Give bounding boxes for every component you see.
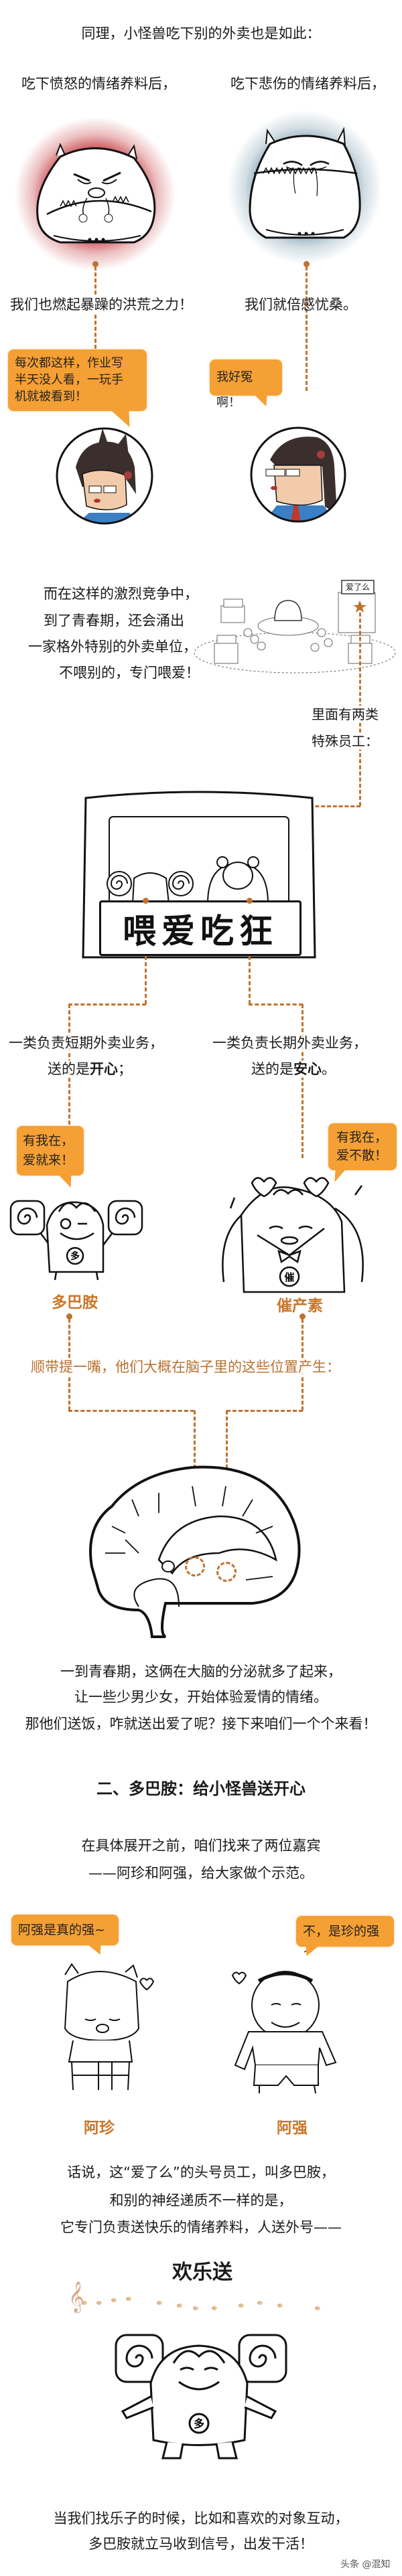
bubble-line: 半天没人看，一玩手 [15,373,123,387]
cart-sign-text: 喂爱吃狂 [123,910,278,951]
closing-line: 多巴胺就立马收到信号，出发干活！ [88,2536,314,2552]
angry-monster-illustration [36,143,156,244]
angry-girl-portrait [56,427,153,525]
sad-monster-illustration [249,127,361,239]
connector-dot [299,1313,306,1319]
guests-intro-line: 在具体展开之前，咱们找来了两位嘉宾 [81,1838,321,1854]
brain-illustration [89,1465,301,1638]
sadness-heading: 吃下悲伤的情绪养料后， [230,76,385,92]
staff-intro-line: 特殊员工： [312,732,379,750]
connector-line [226,1410,303,1412]
bubble-line: 爱不散！ [336,1148,388,1163]
gift-keyword: 安心 [293,1061,322,1077]
badge-text: 多 [194,2417,204,2430]
puberty-line: 让一些少男少女，开始体验爱情的情绪。 [74,1689,328,1705]
oxytocin-gift: 送的是安心。 [251,1060,336,1078]
azhen-character [64,1963,155,2091]
brain-note: 顺带提一嘴，他们大概在脑子里的这些位置产生： [31,1358,340,1376]
connector-line [297,805,360,807]
shop-sign-text: 爱了么 [346,582,370,592]
dopamine-brain-marker [185,1556,205,1577]
bubble-tail [58,1174,78,1188]
dopamine-gift: 送的是开心； [48,1060,132,1078]
bubble-tail [87,1944,107,1955]
connector-line [306,266,308,391]
speech-bubble-azhen: 阿强是真的强~ [11,1915,119,1955]
puberty-line: 那他们送饭，咋就送出爱了呢？接下来咱们一个个来看！ [25,1716,377,1732]
gift-suffix: 。 [322,1061,336,1077]
love-unit-line: 不喂别的，专门喂爱！ [59,665,200,681]
dopamine-desc: 一类负责短期外卖业务， [9,1034,163,1052]
svg-text:𝄞: 𝄞 [68,2281,84,2314]
connector-dot [247,898,253,904]
anger-result-text: 我们也燃起暴躁的洪荒之力！ [10,296,193,313]
oxytocin-name-label: 催产素 [277,1297,323,1315]
bubble-line: 每次都这样，作业写 [15,356,123,370]
aqiang-character [231,1971,337,2094]
closing-line: 当我们找乐子的时候，比如和喜欢的对象互动， [53,2510,349,2526]
bubble-line: 阿强是真的强~ [18,1923,105,1937]
gift-prefix: 送的是 [251,1061,293,1077]
connector-line [68,1003,146,1005]
nickname-line: 和别的神经递质不一样的是， [109,2192,293,2208]
staff-intro-line: 里面有两类 [312,706,379,723]
connector-dot [92,261,98,267]
sadness-result-text: 我们就倍感忧桑。 [245,297,357,313]
bubble-tail [110,410,139,427]
connector-dot [143,898,149,904]
badge-text: 催 [284,1271,294,1283]
gift-keyword: 开心 [90,1061,118,1077]
gift-prefix: 送的是 [48,1061,90,1077]
bubble-line: 爱就来！ [23,1153,74,1168]
connector-line [68,1410,194,1412]
love-unit-line: 一家格外特别的外卖单位， [28,639,197,655]
cart-sign: 喂爱吃狂 [99,900,302,956]
speech-bubble-aqiang: 不，是珍的强~ [296,1916,394,1959]
dopamine-character: 多 [9,1200,143,1281]
star-icon [353,600,366,613]
nickname-line: 它专门负责送快乐的情绪养料，人送外号—— [60,2219,342,2235]
intro-title: 同理，小怪兽吃下别的外卖也是如此： [81,25,321,42]
speech-bubble-angry-girl: 每次都这样，作业写 半天没人看，一玩手 机就被看到！ [8,349,147,427]
connector-line [94,266,96,391]
oxytocin-desc: 一类负责长期外卖业务， [212,1034,367,1052]
azhen-name-label: 阿珍 [84,2119,115,2137]
dopamine-character-large: 多 [115,2334,287,2460]
watermark: 头条 @混知 [340,2559,391,2570]
oxytocin-brain-marker [216,1562,237,1582]
connector-line [249,956,251,1004]
aqiang-name-label: 阿强 [277,2119,308,2137]
bubble-line: 有我在， [23,1133,74,1148]
guests-intro-line: ——阿珍和阿强，给大家做个示范。 [88,1865,314,1881]
delivery-shops-scene: 爱了么 [194,580,396,673]
connector-dot [304,261,310,267]
nickname-line: 话说，这“爱了么”的头号员工，叫多巴胺， [67,2164,335,2180]
gift-suffix: ； [118,1061,132,1077]
badge-text: 多 [70,1251,80,1262]
speech-bubble-sad-girl: 我好冤啊！ [210,359,282,410]
bubble-line: 我好冤啊！ [216,370,253,410]
bubble-line: 机就被看到！ [15,390,87,404]
connector-line [145,956,147,1004]
love-unit-line: 而在这样的激烈竞争中， [44,586,198,602]
anger-heading: 吃下愤怒的情绪养料后， [21,76,176,92]
nickname-title: 欢乐送 [170,2261,234,2285]
oxytocin-character: 催 [222,1177,364,1293]
speech-bubble-oxytocin: 有我在， 爱不散！ [328,1123,397,1182]
bubble-line: 有我在， [336,1130,388,1145]
connector-line [302,1004,304,1158]
love-unit-line: 到了青春期，还会涌出 [44,613,184,629]
bubble-line: 不，是珍的强~ [303,1924,380,1959]
connector-dot [66,1313,72,1319]
speech-bubble-dopamine: 有我在， 爱就来！ [17,1126,84,1188]
puberty-line: 一到青春期，这俩在大脑的分泌就多了起来， [60,1664,342,1680]
section-heading: 二、多巴胺：给小怪兽送开心 [96,1779,306,1798]
connector-line [249,1003,303,1005]
sad-girl-portrait [250,426,346,523]
dopamine-name-label: 多巴胺 [52,1294,98,1311]
